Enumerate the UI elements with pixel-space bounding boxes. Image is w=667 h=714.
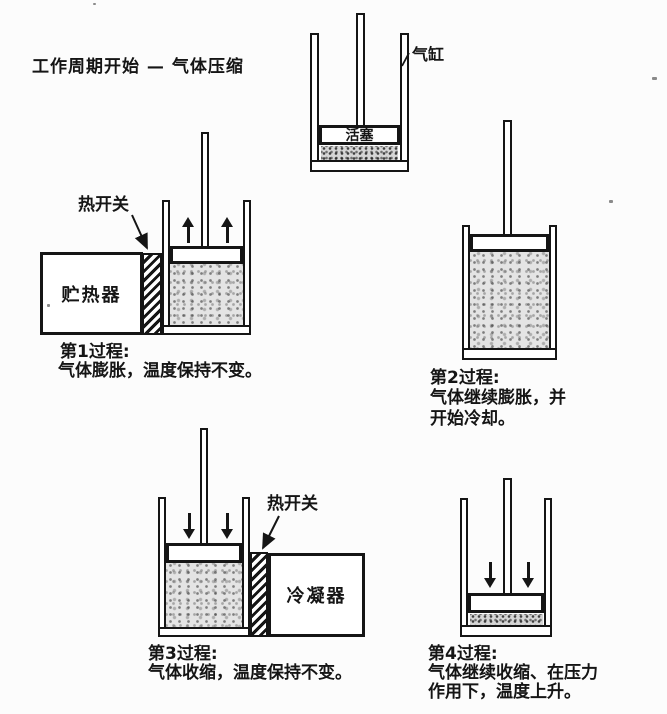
step3-line1: 气体收缩，温度保持不变。 — [148, 663, 352, 683]
cylinder-wall-left — [460, 498, 468, 628]
step2-line2: 开始冷却。 — [430, 409, 515, 429]
heat-switch-strip-1 — [142, 253, 162, 335]
heat-switch-pointer-arrow-1 — [131, 214, 148, 250]
piston-rod — [503, 478, 512, 597]
piston — [166, 543, 242, 563]
heat-switch-label-1: 热开关 — [78, 195, 129, 215]
piston-rod — [201, 132, 209, 250]
condenser-box: 冷凝器 — [268, 553, 365, 637]
cylinder-label: 气缸 — [412, 45, 445, 64]
cylinder-floor — [310, 160, 409, 172]
cylinder-wall-right — [242, 497, 250, 632]
piston: 活塞 — [319, 125, 400, 145]
heat-switch-label-2: 热开关 — [267, 494, 318, 514]
down-arrow-icon — [521, 562, 535, 589]
step1-title: 第1过程: — [60, 342, 130, 362]
scan-speck — [609, 200, 613, 203]
down-arrow-icon — [483, 562, 497, 589]
cylinder-floor — [162, 325, 251, 335]
gas-region — [470, 252, 549, 348]
cylinder-floor — [158, 627, 250, 637]
cylinder-wall-left — [462, 225, 470, 353]
heat-switch-strip-2 — [250, 552, 268, 637]
up-arrow-icon — [181, 217, 195, 244]
step2-line1: 气体继续膨胀，并 — [430, 388, 566, 408]
cylinder-wall-right — [549, 225, 557, 353]
heat-switch-pointer-arrow-2 — [262, 515, 280, 550]
gas-region — [166, 562, 242, 627]
piston — [170, 246, 243, 264]
piston-label: 活塞 — [345, 128, 374, 144]
piston-rod — [503, 120, 512, 238]
step4-title: 第4过程: — [428, 644, 498, 664]
gas-region — [170, 263, 243, 325]
piston-rod — [356, 13, 365, 129]
cylinder-wall-left — [162, 200, 170, 328]
down-arrow-icon — [182, 513, 196, 540]
condenser-label: 冷凝器 — [286, 586, 347, 607]
regenerator-box: 贮热器 — [40, 252, 143, 335]
page-title: 工作周期开始 — 气体压缩 — [32, 57, 244, 77]
down-arrow-icon — [220, 513, 234, 540]
step3-title: 第3过程: — [148, 644, 218, 664]
cylinder-wall-left — [158, 497, 166, 632]
step4-line2: 作用下，温度上升。 — [428, 682, 581, 702]
step1-line1: 气体膨胀，温度保持不变。 — [58, 361, 262, 381]
gas-region — [470, 614, 543, 625]
step2-title: 第2过程: — [430, 368, 500, 388]
piston — [470, 234, 549, 252]
scan-speck — [652, 77, 657, 80]
up-arrow-icon — [220, 217, 234, 244]
cylinder-wall-right — [544, 498, 552, 628]
gas-region — [321, 146, 398, 160]
cylinder-wall-right — [243, 200, 251, 328]
regenerator-label: 贮热器 — [61, 284, 122, 306]
scan-speck — [47, 304, 50, 307]
scan-speck — [93, 3, 96, 5]
cylinder-floor — [462, 348, 557, 360]
piston — [468, 593, 544, 613]
piston-rod — [200, 428, 208, 547]
cylinder-wall-left — [310, 33, 319, 163]
step4-line1: 气体继续收缩、在压力 — [428, 663, 598, 683]
cylinder-wall-right — [400, 33, 409, 163]
cylinder-floor — [460, 625, 552, 637]
